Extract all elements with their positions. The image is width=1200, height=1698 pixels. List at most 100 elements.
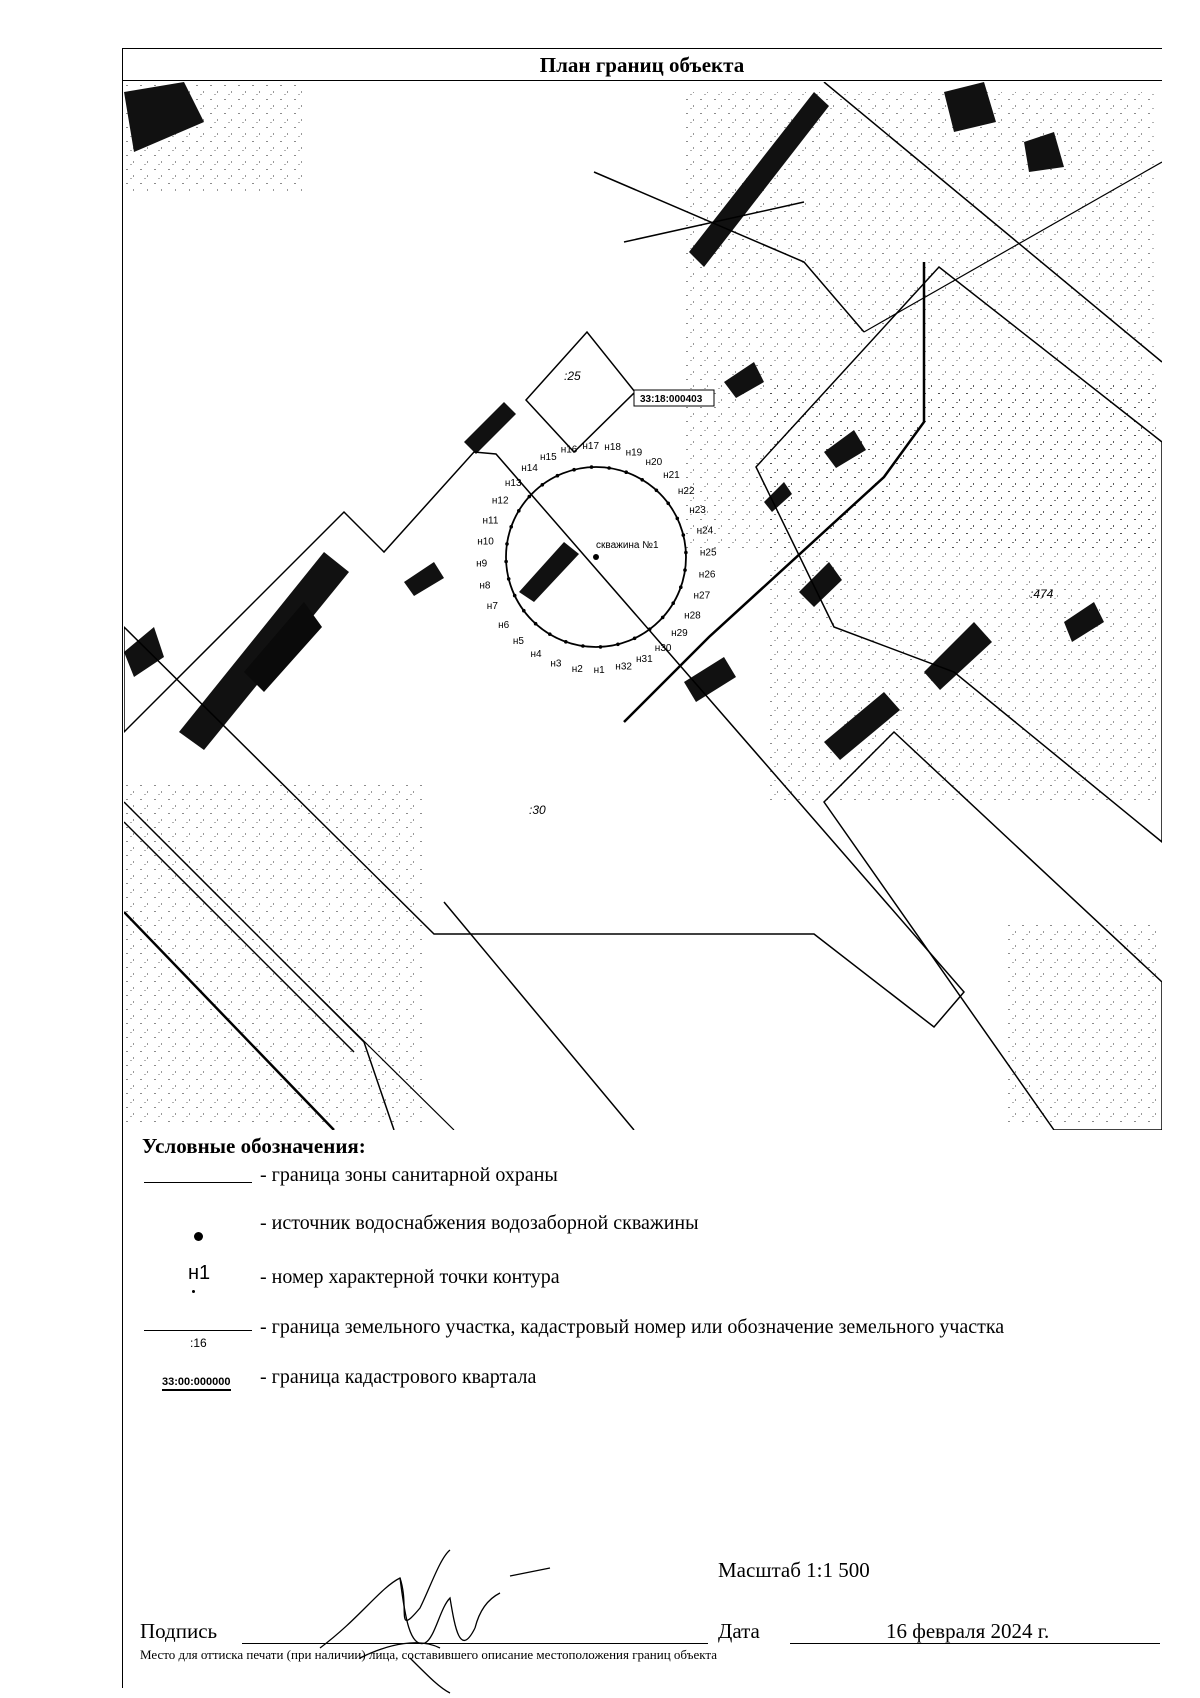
- zone-point-label: н2: [572, 664, 584, 675]
- zone-point-marker: [679, 585, 683, 589]
- zone-point-marker: [681, 533, 686, 537]
- zone-point-label: н17: [582, 441, 599, 452]
- zone-point-marker: [684, 550, 688, 555]
- zone-point-label: н24: [697, 526, 714, 537]
- zone-point-marker: [548, 632, 552, 636]
- date-value: 16 февраля 2024 г.: [886, 1619, 1050, 1643]
- zone-point-marker: [564, 640, 568, 644]
- zone-point-label: н7: [487, 601, 499, 612]
- zone-point-label: н9: [476, 559, 488, 570]
- zone-point-label: н31: [636, 654, 653, 665]
- zone-point-label: н5: [513, 636, 525, 647]
- zone-point-label: н16: [561, 444, 578, 455]
- zone-point-label: н13: [505, 478, 522, 489]
- parcel-25-boundary: [524, 330, 637, 454]
- zone-point-marker: [632, 636, 637, 641]
- zone-point-label: н30: [655, 643, 672, 654]
- zone-point-marker: [607, 466, 611, 470]
- zone-point-label: н4: [531, 649, 543, 660]
- signature-line: [242, 1643, 708, 1644]
- zone-point-marker: [660, 615, 665, 620]
- legend-symbol-quarter: 33:00:000000: [142, 1364, 252, 1394]
- zone-point-marker: [506, 577, 511, 581]
- zone-point-marker: [666, 501, 670, 506]
- zone-point-label: н32: [615, 662, 632, 673]
- signature-label: Подпись: [140, 1619, 218, 1643]
- zone-point-marker: [647, 627, 652, 631]
- parcel-30-label: :30: [529, 803, 546, 817]
- zone-point-marker: [540, 483, 545, 487]
- parcel-474-boundary: [755, 265, 1162, 843]
- zone-point-marker: [598, 645, 603, 649]
- legend-title: Условные обозначения:: [142, 1134, 366, 1158]
- parcel-30-boundary: [124, 451, 965, 1029]
- legend-symbol-dot: [142, 1210, 252, 1241]
- zone-point-marker: [522, 608, 526, 613]
- zone-point-label: н25: [700, 547, 717, 558]
- legend-symbol-line: [142, 1162, 252, 1192]
- zone-point-label: н28: [684, 611, 701, 622]
- zone-point-marker: [654, 488, 659, 493]
- parcel-25-label: :25: [564, 369, 581, 383]
- zone-point-label: н11: [483, 515, 499, 526]
- zone-point-marker: [504, 559, 508, 564]
- zone-point-marker: [555, 473, 560, 478]
- zone-point-label: н23: [689, 505, 706, 516]
- zone-point-label: н29: [671, 628, 688, 639]
- zone-point-marker: [533, 621, 538, 626]
- zone-point-label: н26: [699, 569, 716, 580]
- zone-point-marker: [683, 568, 687, 572]
- parcel-474-label: :474: [1030, 587, 1054, 601]
- zone-point-marker: [671, 601, 675, 605]
- zone-point-label: н6: [498, 620, 510, 631]
- zone-point-marker: [517, 509, 521, 513]
- page-frame: [122, 48, 1162, 1688]
- zone-point-label: н8: [479, 580, 491, 591]
- zone-point-marker: [581, 644, 585, 648]
- date-label: Дата: [718, 1619, 760, 1643]
- parcel-north-edge: [623, 201, 805, 243]
- zone-point-marker: [512, 593, 517, 598]
- well-label: скважина №1: [596, 540, 659, 551]
- zone-point-marker: [675, 516, 680, 521]
- parcel-east-boundary: [823, 730, 1162, 1130]
- zone-point-label: н22: [678, 486, 695, 497]
- zone-point-marker: [640, 478, 644, 482]
- zone-point-label: н3: [550, 659, 562, 670]
- road-edge: [124, 821, 355, 1053]
- zone-point-label: н12: [492, 496, 509, 507]
- zone-point-marker: [572, 467, 576, 472]
- well-marker: [593, 554, 599, 560]
- zone-point-label: н19: [626, 448, 643, 459]
- zone-point-marker: [509, 525, 513, 529]
- parcel-northeast-edge: [823, 82, 1162, 363]
- zone-point-label: н27: [694, 591, 711, 602]
- zone-point-marker: [527, 494, 532, 499]
- zone-point-label: н10: [477, 537, 494, 548]
- date-line: [790, 1643, 1160, 1644]
- zone-point-marker: [624, 470, 628, 475]
- page-title: План границ объекта: [122, 50, 1162, 81]
- legend-symbol-parcel: :16: [142, 1314, 252, 1350]
- zone-point-label: н15: [540, 452, 557, 463]
- parcel-interior-edge: [593, 171, 865, 333]
- legend-symbol-point: н1: [142, 1262, 252, 1294]
- quarter-label: 33:18:000403: [633, 389, 715, 407]
- stamp-note: Место для оттиска печати (при наличии) л…: [140, 1647, 717, 1662]
- zone-point-label: н20: [646, 457, 663, 468]
- quarter-boundary: [124, 161, 1162, 1130]
- map-scale: Масштаб 1:1 500: [718, 1558, 870, 1582]
- zone-point-label: н1: [594, 665, 606, 676]
- handwritten-signature: [319, 1549, 551, 1694]
- zone-point-marker: [616, 642, 620, 647]
- zone-point-marker: [505, 542, 509, 546]
- sanitary-zone-circle: [505, 466, 687, 648]
- zone-point-label: н18: [604, 442, 621, 453]
- svg-text:33:18:000403: 33:18:000403: [640, 394, 703, 405]
- zone-point-marker: [589, 465, 594, 469]
- road-edge-2: [443, 901, 635, 1130]
